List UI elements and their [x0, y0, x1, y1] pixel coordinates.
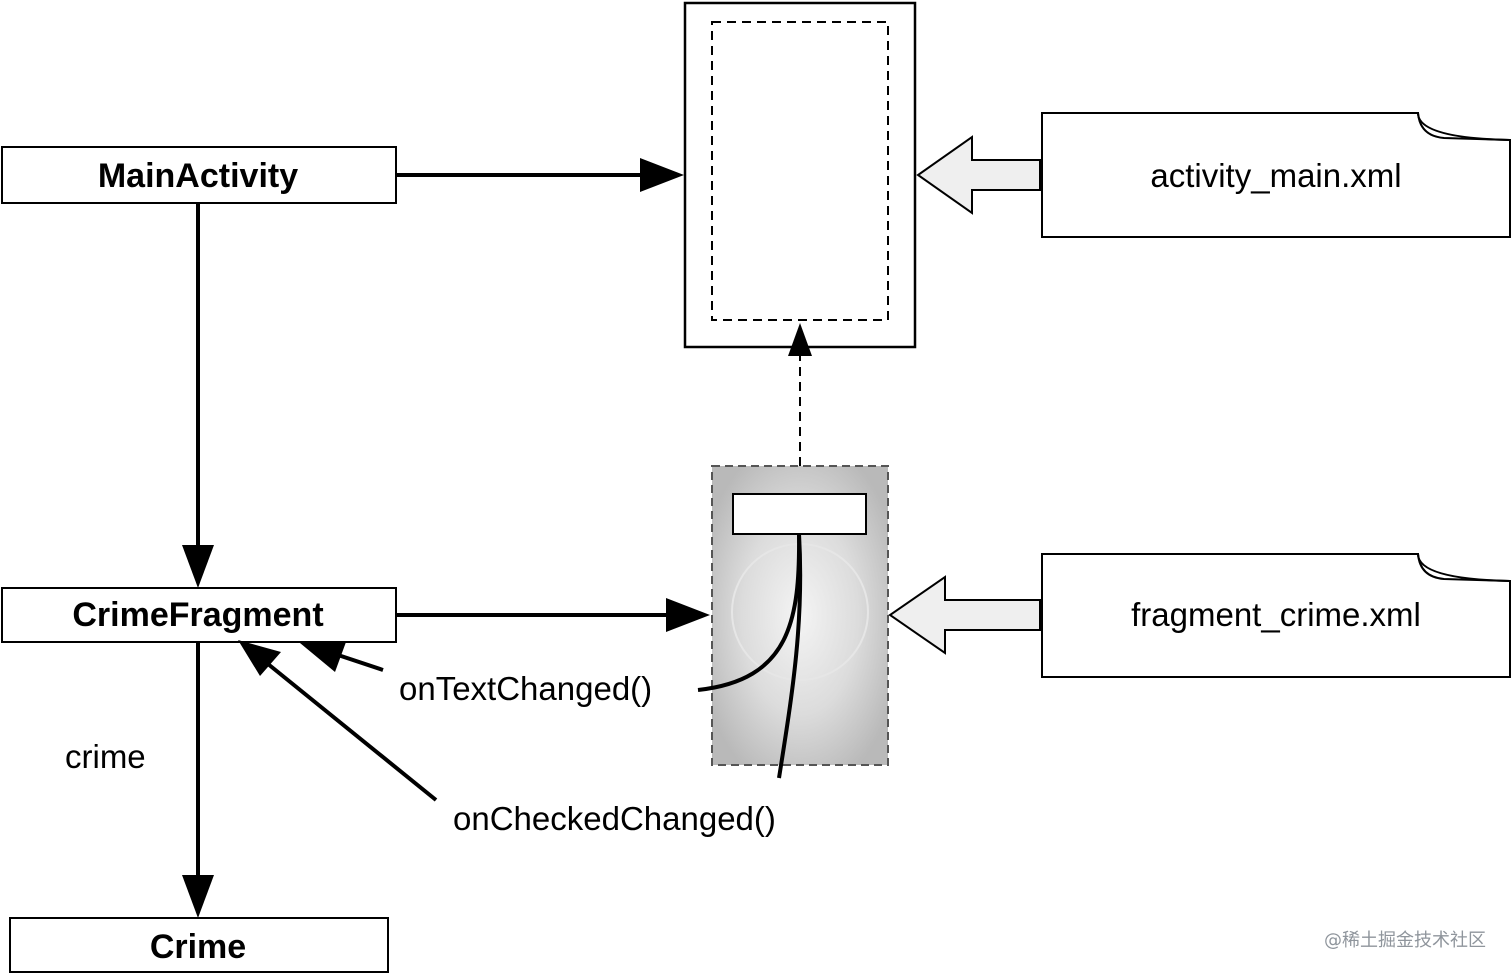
crime-fragment-to-view-arrow [396, 598, 710, 632]
edit-text-widget [732, 493, 867, 535]
fragment-crime-xml-file: fragment_crime.xml [1041, 553, 1511, 678]
main-activity-label: MainActivity [98, 157, 298, 195]
activity-main-xml-file: activity_main.xml [1041, 112, 1511, 238]
crime-box: Crime [9, 917, 389, 973]
main-activity-to-fragment-arrow [182, 203, 214, 588]
text-changed-callback-arrow [300, 642, 384, 672]
watermark-text: @稀土掘金技术社区 [1324, 930, 1486, 951]
fragment-container-slot [711, 21, 889, 321]
on-text-changed-label: onTextChanged() [399, 670, 652, 707]
main-activity-to-screen-arrow [396, 158, 684, 192]
main-activity-box: MainActivity [1, 146, 397, 204]
fragment-inflate-arrow [888, 575, 1041, 655]
activity-main-xml-label: activity_main.xml [1150, 157, 1401, 194]
activity-inflate-arrow [916, 135, 1041, 215]
fragment-crime-xml-label: fragment_crime.xml [1131, 596, 1421, 633]
checked-changed-callback-arrow [238, 640, 438, 802]
crime-fragment-box: CrimeFragment [1, 587, 397, 643]
fragment-hosted-in-container-arrow [788, 323, 812, 466]
checked-listener-curve [777, 533, 803, 779]
crime-reference-label: crime [65, 738, 146, 775]
on-checked-changed-label: onCheckedChanged() [453, 800, 776, 837]
crime-label: Crime [150, 928, 246, 966]
crime-fragment-to-crime-arrow [182, 642, 214, 918]
crime-fragment-label: CrimeFragment [72, 596, 323, 634]
activity-screen [683, 1, 917, 349]
fragment-view [711, 465, 889, 766]
